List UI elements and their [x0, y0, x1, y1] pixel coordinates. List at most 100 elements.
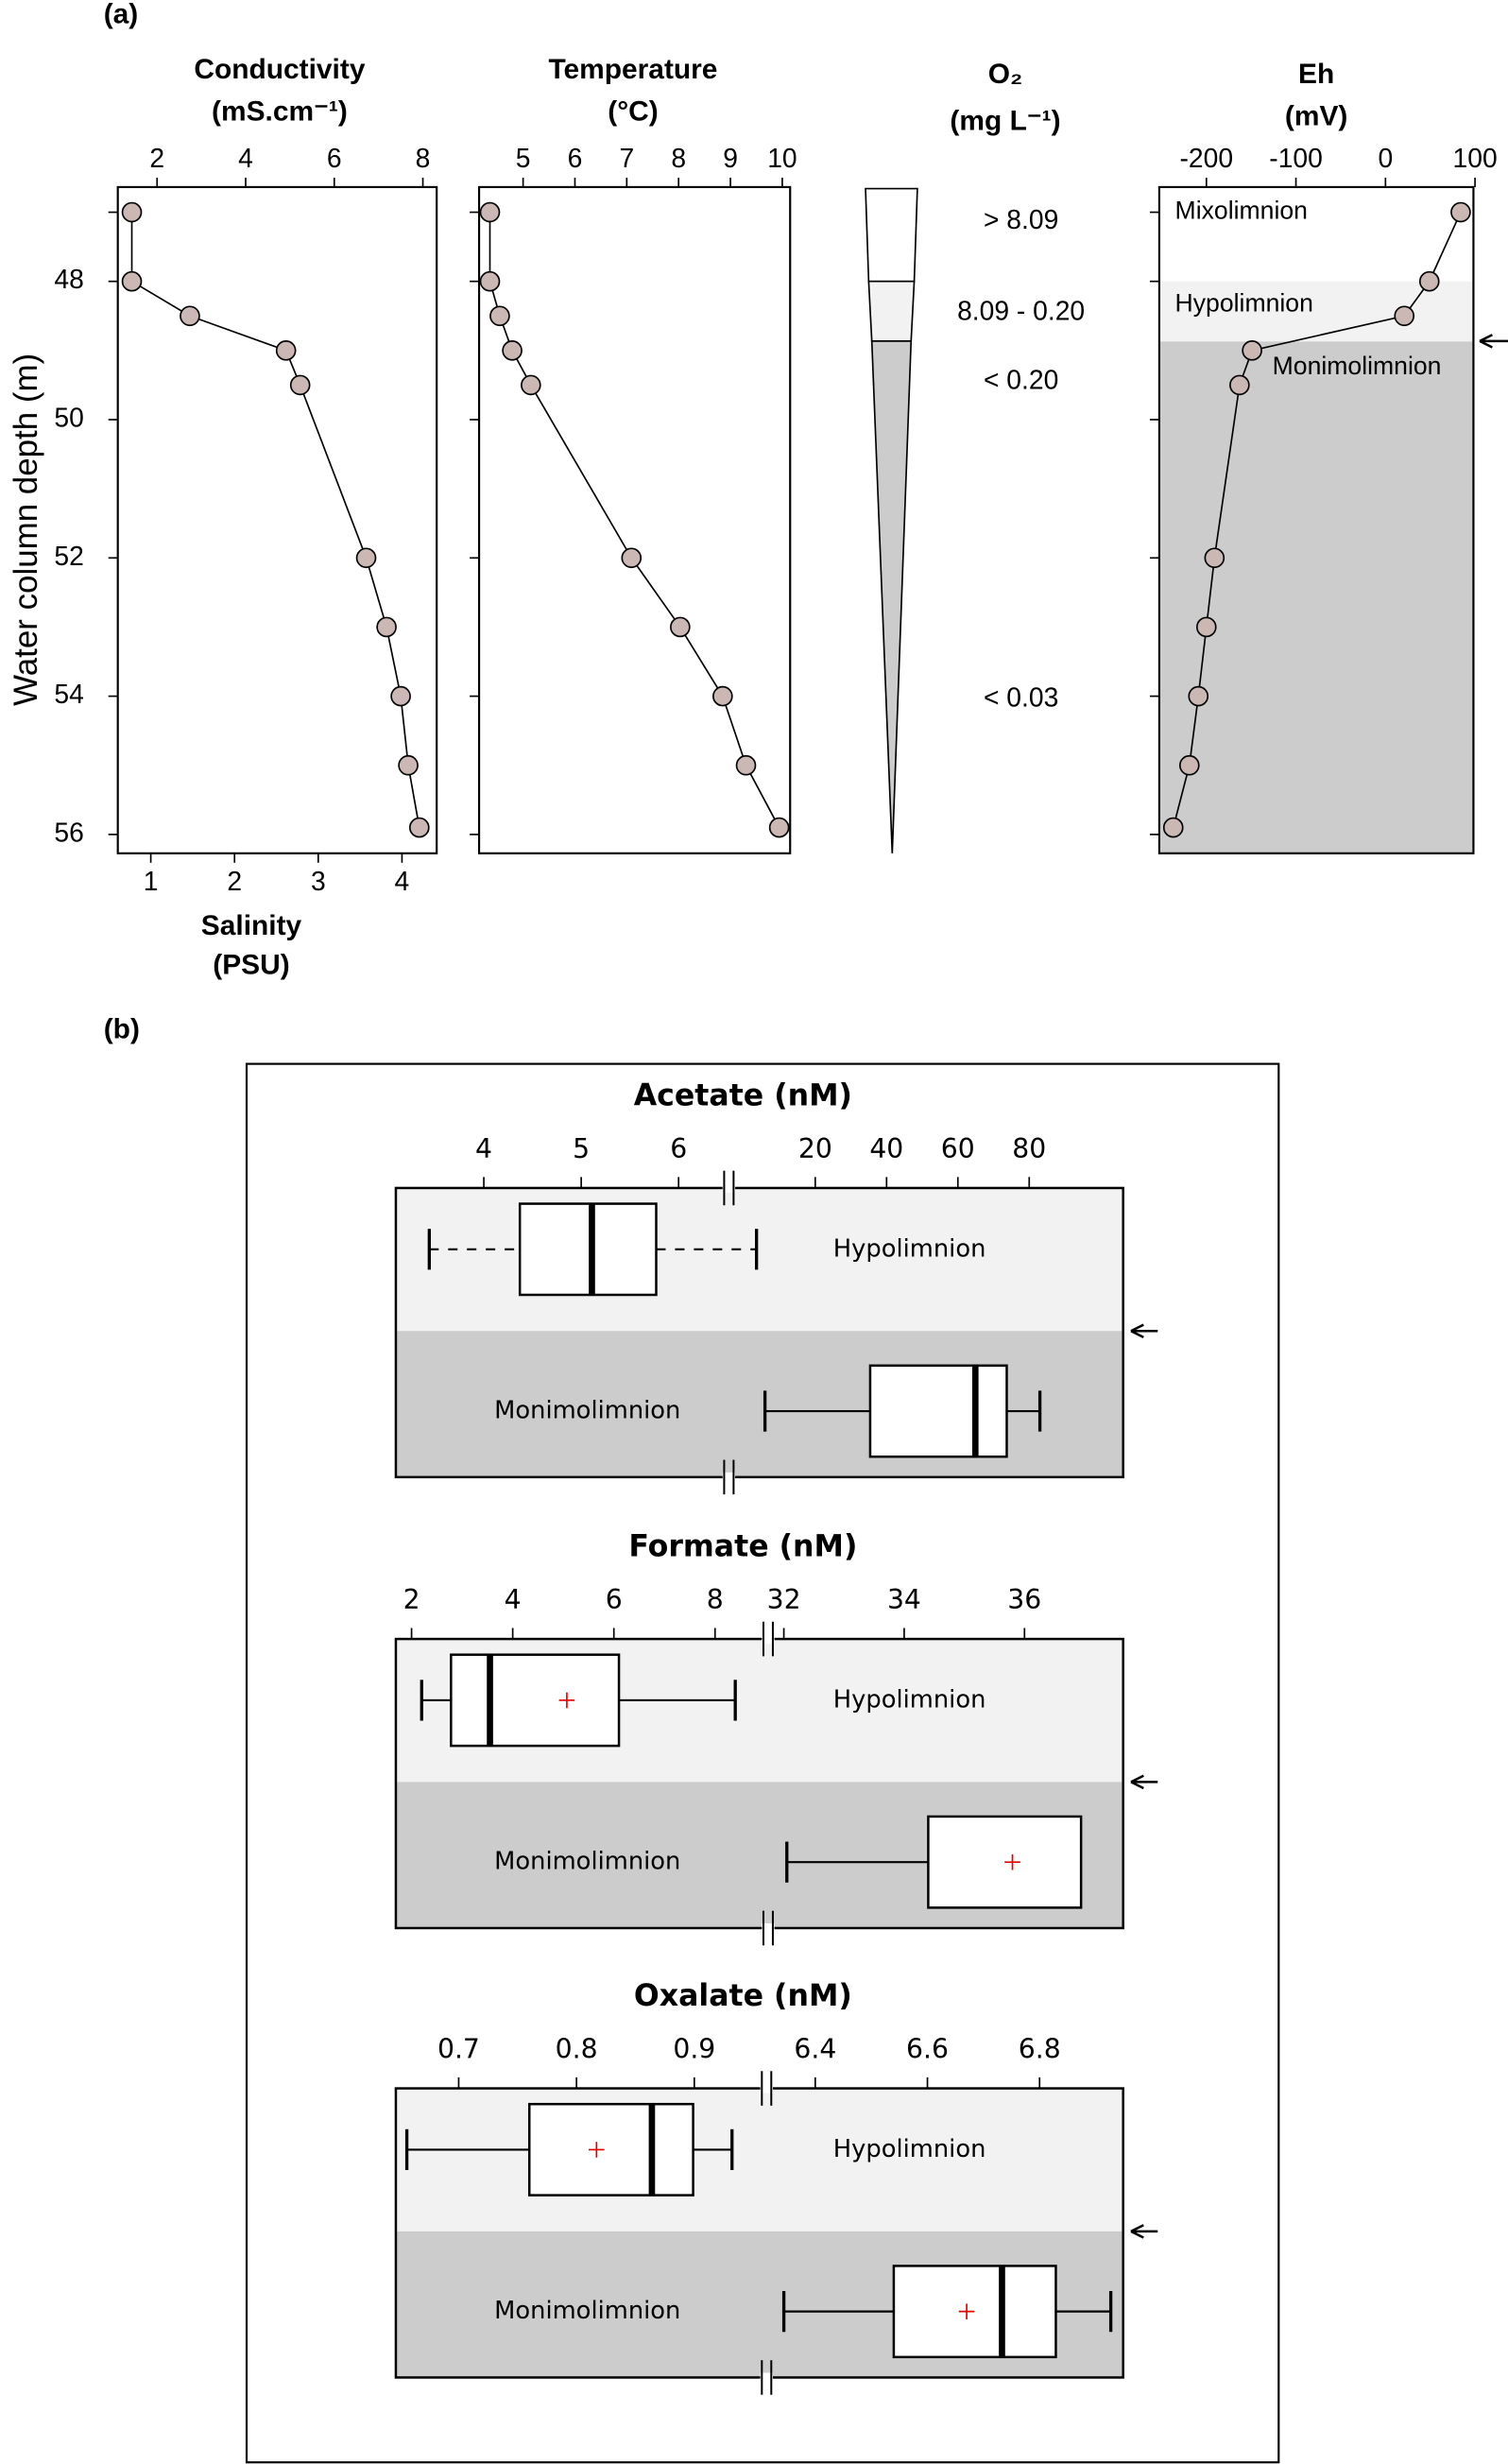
profile-title-conductivity: Conductivity: [194, 54, 365, 85]
data-point: [1418, 270, 1440, 292]
axis-break-gap: [762, 1634, 775, 1645]
panel-b-frame: [245, 1062, 1280, 2464]
axis-break-gap: [760, 2372, 773, 2383]
data-point: [289, 374, 311, 396]
acetate-hypolimnion-band: [395, 1187, 1123, 1332]
data-point: [1229, 374, 1250, 396]
tick-label: 5: [573, 1133, 590, 1164]
data-point: [479, 201, 501, 223]
depth-axis-label: Water column depth (m): [8, 353, 44, 706]
axis-break-gap: [762, 1923, 775, 1933]
data-point: [1394, 305, 1415, 327]
redoxcline-arrow-icon: [1479, 334, 1508, 349]
data-point: [355, 547, 377, 569]
tick-label: 2: [403, 1584, 420, 1615]
tick-label: 80: [1012, 1133, 1046, 1164]
profile-unit-conductivity: (mS.cm⁻¹): [212, 96, 348, 128]
tick-label: 60: [941, 1133, 975, 1164]
tick-label: 6.6: [906, 2034, 949, 2065]
salinity-tick-label: 4: [395, 866, 410, 896]
data-point: [521, 374, 541, 396]
oxalate-plot-frame: [394, 2087, 1124, 2379]
redoxcline-arrow-icon: [1130, 1774, 1158, 1790]
formate-monimolimnion-mean-marker: [1004, 1853, 1020, 1870]
oxygen-title: O₂: [988, 59, 1023, 90]
salinity-axis-title: Salinity: [201, 910, 302, 941]
formate-title: Formate (nM): [628, 1530, 857, 1564]
tick-label: 36: [1007, 1584, 1041, 1615]
data-point: [1178, 754, 1200, 776]
tick-label: 6: [606, 1584, 623, 1615]
tick-label: 40: [869, 1133, 903, 1164]
axis-break-gap: [760, 2083, 773, 2094]
formate-hypolimnion-box: [450, 1653, 621, 1748]
tick-label: 6.8: [1019, 2034, 1061, 2065]
layer-band-monimolimnion: [1158, 341, 1474, 853]
depth-tick-label: 56: [54, 817, 83, 847]
top-tick-label: 8: [416, 143, 431, 173]
data-point: [768, 817, 790, 838]
region-label-monimolimnion: Monimolimnion: [494, 1848, 680, 1876]
top-tick-label: 9: [723, 143, 738, 173]
plot-frame-eh: [1157, 185, 1475, 854]
formate-plot-frame: [394, 1637, 1124, 1930]
region-label-hypolimnion: Hypolimnion: [833, 2135, 986, 2163]
top-tick-label: 4: [238, 143, 253, 173]
oxalate-hypolimnion-band: [395, 2088, 1123, 2231]
oxalate-hypolimnion-box: [528, 2102, 694, 2197]
acetate-plot-frame: [394, 1186, 1124, 1479]
depth-tick-label: 52: [54, 541, 83, 571]
region-label-monimolimnion: Monimolimnion: [494, 1397, 680, 1425]
data-point: [1195, 616, 1217, 638]
data-point: [408, 817, 430, 838]
region-label-hypolimnion: Hypolimnion: [833, 1685, 986, 1714]
oxygen-class-label: 8.09 - 0.20: [957, 295, 1085, 325]
oxygen-class-label: < 0.20: [984, 365, 1058, 395]
data-point: [376, 616, 397, 638]
panel-label-a: (a): [104, 0, 139, 30]
acetate-hypolimnion-box: [518, 1202, 658, 1297]
oxygen-wedge-oxic: [865, 187, 918, 283]
acetate-title: Acetate (nM): [634, 1079, 852, 1113]
data-point: [390, 685, 411, 707]
oxalate-monimolimnion-box: [892, 2265, 1057, 2359]
top-tick-label: 0: [1378, 143, 1393, 173]
formate-hypolimnion-mean-marker: [558, 1692, 575, 1709]
tick-label: 8: [707, 1584, 724, 1615]
top-tick-label: 6: [568, 143, 583, 173]
redoxcline-arrow-icon: [1130, 1323, 1158, 1339]
data-point: [621, 547, 643, 569]
oxygen-class-label: < 0.03: [984, 681, 1058, 712]
top-tick-label: 6: [327, 143, 342, 173]
plot-frame-conductivity: [116, 185, 438, 854]
data-point: [1242, 340, 1262, 361]
top-tick-label: 5: [516, 143, 531, 173]
data-point: [121, 270, 143, 292]
layer-label-hypolimnion: Hypolimnion: [1175, 289, 1313, 318]
tick-label: 4: [505, 1584, 522, 1615]
depth-tick-label: 50: [54, 402, 83, 432]
profile-title-temperature: Temperature: [549, 54, 718, 85]
top-tick-label: -200: [1180, 143, 1234, 173]
tick-label: 4: [475, 1133, 492, 1164]
redoxcline-arrow-icon: [1130, 2224, 1158, 2239]
acetate-monimolimnion-box: [868, 1364, 1008, 1458]
data-point: [1188, 685, 1209, 707]
salinity-tick-label: 1: [144, 866, 159, 896]
oxygen-wedge-anoxic: [870, 340, 913, 853]
axis-break-gap: [722, 1472, 736, 1482]
profile-line-temperature: [488, 212, 780, 828]
axis-break-gap: [722, 1182, 736, 1193]
tick-label: 34: [887, 1584, 921, 1615]
data-point: [275, 340, 297, 361]
oxalate-title: Oxalate (nM): [634, 1979, 852, 2013]
oxalate-monimolimnion-mean-marker: [958, 2303, 975, 2319]
data-point: [1162, 817, 1184, 838]
data-point: [180, 305, 200, 327]
data-point: [670, 616, 691, 638]
data-point: [398, 754, 419, 776]
data-point: [502, 340, 523, 361]
oxygen-class-label: > 8.09: [984, 204, 1058, 234]
panel-label-b: (b): [104, 1014, 140, 1045]
profile-unit-eh: (mV): [1285, 101, 1347, 132]
